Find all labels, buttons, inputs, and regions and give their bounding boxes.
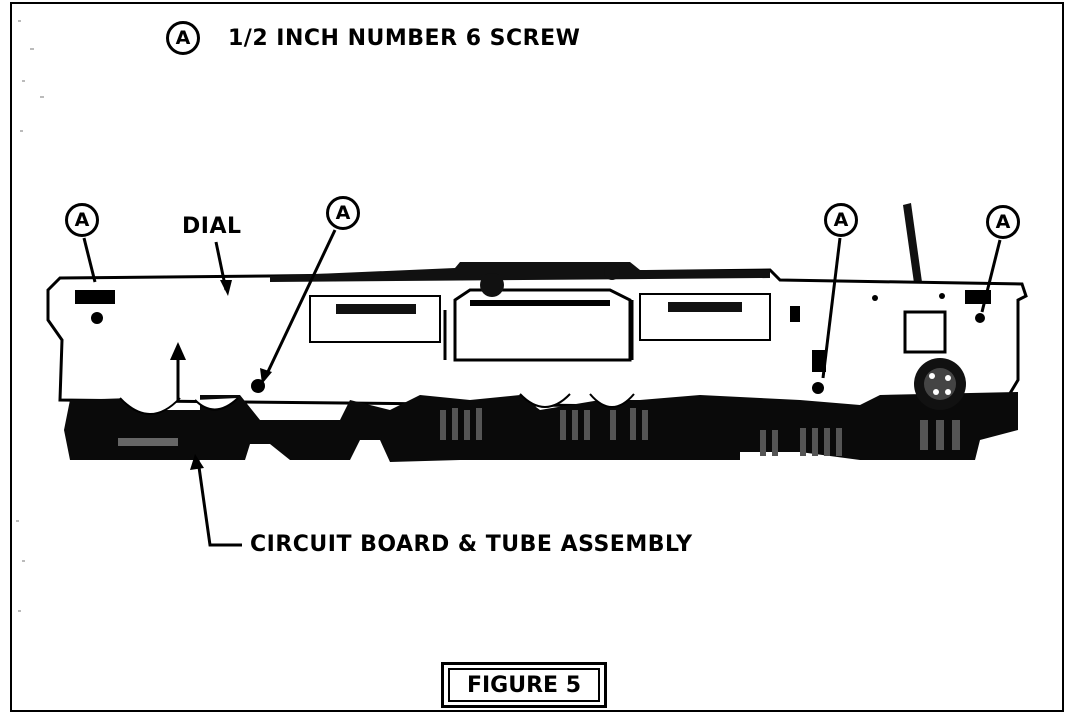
arrow-heads — [170, 280, 272, 470]
leader-lines — [82, 229, 1002, 547]
callout-a-left: A — [65, 203, 99, 237]
paper-speckle — [16, 20, 44, 612]
hardware-details — [75, 290, 991, 394]
figure-caption: FIGURE 5 — [448, 668, 600, 702]
legend-symbol-a: A — [166, 21, 200, 55]
potentiometer — [903, 310, 966, 410]
dial-label: DIAL — [182, 214, 242, 239]
dial-windows — [309, 264, 771, 362]
legend-text: 1/2 INCH NUMBER 6 SCREW — [228, 26, 581, 51]
callout-a-center-left: A — [326, 196, 360, 230]
circuit-board — [64, 392, 1018, 462]
callout-a-right: A — [986, 205, 1020, 239]
plate-scallops — [119, 393, 635, 415]
assembly-label: CIRCUIT BOARD & TUBE ASSEMBLY — [250, 532, 693, 557]
figure-caption-box: FIGURE 5 — [441, 662, 607, 708]
callout-a-center-right: A — [824, 203, 858, 237]
shaft — [903, 203, 922, 283]
